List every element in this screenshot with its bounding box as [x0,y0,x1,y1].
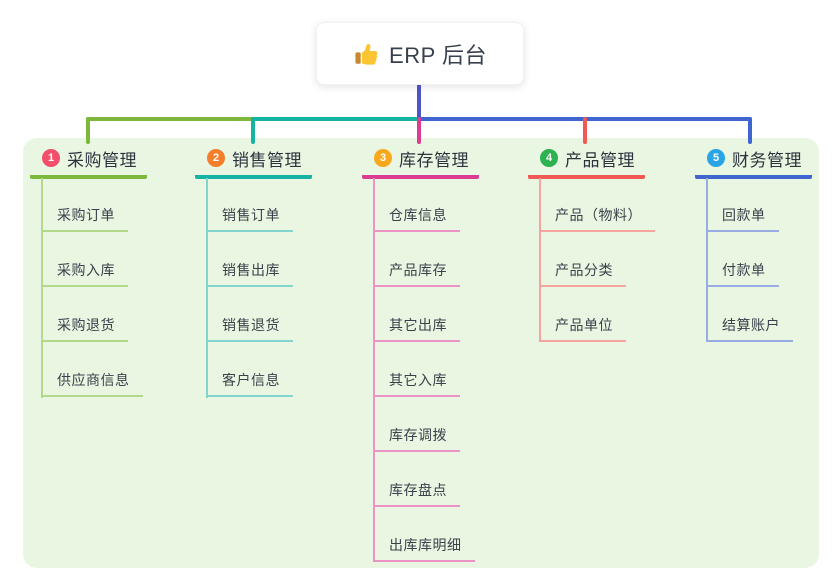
branch-number-badge: 4 [540,149,558,167]
mindmap-node[interactable]: 产品库存 [373,261,460,287]
node-label: 结算账户 [706,316,793,342]
branch-spine-line [373,178,375,562]
mindmap-node[interactable]: 供应商信息 [41,371,143,397]
mindmap-node[interactable]: 采购订单 [41,206,128,232]
node-label: 供应商信息 [41,371,143,397]
node-label: 其它入库 [373,371,460,397]
connector-drop-finance [748,117,752,144]
branch-group-highlight [23,138,819,568]
branch-header-product[interactable]: 4 产品管理 [528,148,645,179]
branch-label: 财务管理 [732,150,802,170]
node-label: 产品（物料） [539,206,655,232]
node-label: 付款单 [706,261,779,287]
branch-label: 采购管理 [67,150,137,170]
connector-drop-procurement [86,117,90,144]
branch-label: 库存管理 [399,150,469,170]
branch-header-procurement[interactable]: 1 采购管理 [30,148,147,179]
mindmap-node[interactable]: 库存盘点 [373,481,460,507]
branch-number-badge: 3 [374,149,392,167]
node-label: 销售退货 [206,316,293,342]
branch-header-sales[interactable]: 2 销售管理 [195,148,312,179]
root-title: ERP 后台 [389,42,487,68]
branch-spine-line [539,178,541,342]
branch-header-finance[interactable]: 5 财务管理 [695,148,812,179]
node-label: 仓库信息 [373,206,460,232]
branch-label: 销售管理 [232,150,302,170]
branch-spine-line [41,178,43,398]
node-label: 回款单 [706,206,779,232]
mindmap-node[interactable]: 库存调拨 [373,426,460,452]
node-label: 销售出库 [206,261,293,287]
mindmap-node[interactable]: 采购退货 [41,316,128,342]
mindmap-node[interactable]: 客户信息 [206,371,293,397]
branch-label: 产品管理 [565,150,635,170]
branch-number-badge: 1 [42,149,60,167]
mindmap-node[interactable]: 销售退货 [206,316,293,342]
node-label: 库存调拨 [373,426,460,452]
connector-drop-inventory [417,117,421,144]
branch-number-badge: 2 [207,149,225,167]
branch-header-inventory[interactable]: 3 库存管理 [362,148,479,179]
mindmap-node[interactable]: 其它出库 [373,316,460,342]
connector-drop-sales [251,117,255,144]
node-label: 产品单位 [539,316,626,342]
mindmap-node[interactable]: 付款单 [706,261,779,287]
mindmap-node[interactable]: 其它入库 [373,371,460,397]
node-label: 采购入库 [41,261,128,287]
node-label: 出库库明细 [373,536,475,562]
connector-rail-procurement [86,117,255,121]
node-label: 客户信息 [206,371,293,397]
mindmap-node[interactable]: 销售订单 [206,206,293,232]
connector-rail-sales [251,117,419,121]
node-label: 采购订单 [41,206,128,232]
mindmap-node[interactable]: 结算账户 [706,316,793,342]
mindmap-node[interactable]: 回款单 [706,206,779,232]
node-label: 库存盘点 [373,481,460,507]
mindmap-node[interactable]: 产品（物料） [539,206,655,232]
node-label: 销售订单 [206,206,293,232]
mindmap-node[interactable]: 产品分类 [539,261,626,287]
root-connector-stem [417,82,421,121]
mindmap-node[interactable]: 出库库明细 [373,536,475,562]
connector-drop-product [583,117,587,144]
mindmap-node[interactable]: 仓库信息 [373,206,460,232]
node-label: 产品分类 [539,261,626,287]
mindmap-node[interactable]: 销售出库 [206,261,293,287]
node-label: 其它出库 [373,316,460,342]
node-label: 产品库存 [373,261,460,287]
root-node[interactable]: ERP 后台 [316,22,524,85]
mindmap-node[interactable]: 产品单位 [539,316,626,342]
thumbs-up-icon [355,43,378,65]
branch-number-badge: 5 [707,149,725,167]
mindmap-node[interactable]: 采购入库 [41,261,128,287]
node-label: 采购退货 [41,316,128,342]
branch-spine-line [706,178,708,342]
branch-spine-line [206,178,208,398]
